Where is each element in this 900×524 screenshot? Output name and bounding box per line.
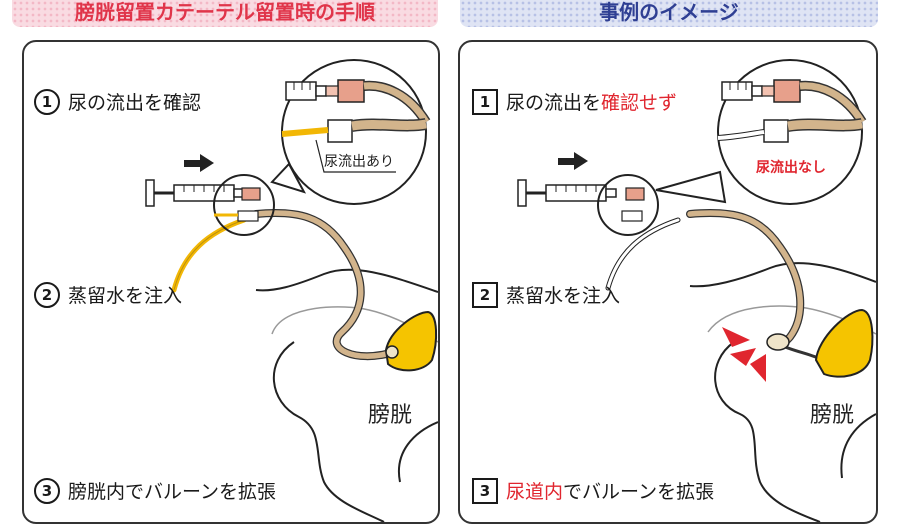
callout-pointer [270,162,307,194]
arrow-right-icon [184,154,214,172]
step-1: 1 尿の流出を確認せず [472,88,677,115]
step-1-text: 尿の流出を [506,92,602,114]
step-3: 3 尿道内でバルーンを拡張 [472,477,714,504]
balloon [385,345,399,359]
step-2-text: 蒸留水を注入 [68,285,183,307]
left-illustration: 尿流出あり 膀胱 [145,59,438,522]
urine-tube [171,217,247,293]
alert-burst-icon [722,327,766,382]
organ-label: 膀胱 [368,403,412,428]
bladder-shape [384,310,438,372]
step-2: 2 蒸留水を注入 [34,281,182,308]
body-outline [255,268,438,293]
header-right: 事例のイメージ [460,0,878,27]
step-2-text: 蒸留水を注入 [506,285,621,307]
step-3-emphasis: 尿道内 [506,481,564,503]
pubic-outline [272,341,385,522]
balloon-in-urethra [766,333,790,351]
callout-label: 尿流出なし [756,159,826,176]
callout-magnified-connector [281,79,431,173]
step-1-emphasis: 確認せず [601,92,678,114]
step-1: 1 尿の流出を確認 [34,88,201,115]
syringe [145,179,245,207]
left-panel: 尿流出あり 膀胱 1 尿の流出を確認 2 蒸留水を注入 3 膀胱内でバルーンを拡… [22,40,440,524]
step-2: 2 蒸留水を注入 [472,281,620,308]
header-left-title: 膀胱留置カテーテル留置時の手順 [75,0,375,24]
right-illustration: 尿流出なし 膀胱 [517,59,876,522]
step-2-number: 2 [34,281,60,308]
step-1-number: 1 [472,88,498,115]
step-3-text: でバルーンを拡張 [563,481,715,503]
step-2-number: 2 [472,281,498,308]
pelvis-curve [397,421,438,483]
callout-magnified-connector [717,79,867,143]
syringe [517,179,617,207]
callout-label: 尿流出あり [324,154,394,170]
step-1-text: 尿の流出を確認 [68,92,202,114]
header-left: 膀胱留置カテーテル留置時の手順 [12,0,438,27]
pelvis-curve [840,413,876,479]
header-right-title: 事例のイメージ [599,0,739,24]
pubic-outline [714,341,821,522]
connector-zoom-circle [213,174,275,236]
arrow-right-icon [558,152,588,170]
callout-pointer [655,170,727,204]
bladder-shape [814,308,874,378]
step-3-text: 膀胱内でバルーンを拡張 [68,481,277,503]
catheter-tube [252,208,398,361]
right-panel: 尿流出なし 膀胱 1 尿の流出を確認せず 2 蒸留水を注入 3 尿道内でバルーン… [458,40,878,524]
connector-zoom-circle [597,174,659,236]
catheter-tube [686,208,805,351]
organ-label: 膀胱 [810,403,854,428]
step-1-number: 1 [34,88,60,115]
body-outline [689,262,876,288]
